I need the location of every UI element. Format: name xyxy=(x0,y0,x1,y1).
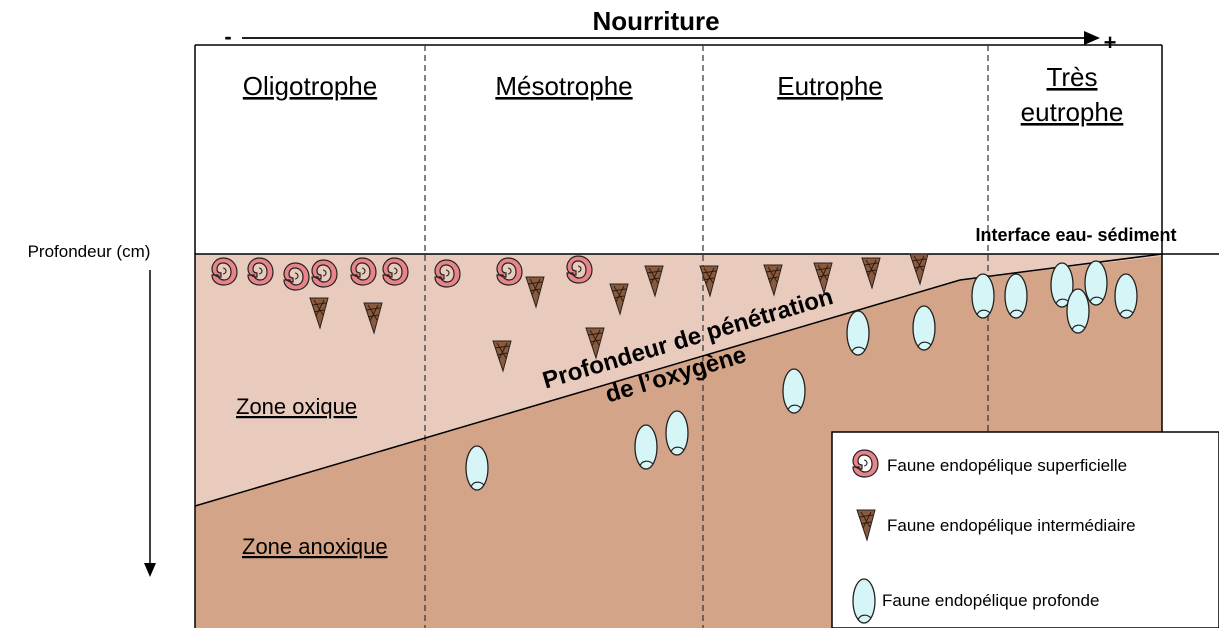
depth-label: Profondeur (cm) xyxy=(28,242,151,261)
plus-sign: + xyxy=(1104,30,1117,55)
legend-label-profonde: Faune endopélique profonde xyxy=(882,591,1099,610)
column-title-oligotrophe: Oligotrophe xyxy=(243,71,377,101)
column-title-tres-eutrophe-line1: Très xyxy=(1046,62,1097,92)
legend-label-superficielle: Faune endopélique superficielle xyxy=(887,456,1127,475)
oval-shell-icon xyxy=(1005,274,1027,318)
food-arrow-head xyxy=(1084,31,1100,45)
minus-sign: - xyxy=(224,24,231,49)
column-title-mesotrophe: Mésotrophe xyxy=(495,71,632,101)
anoxic-zone-label: Zone anoxique xyxy=(242,534,388,559)
depth-arrow-head xyxy=(144,563,156,577)
interface-label: Interface eau- sédiment xyxy=(975,225,1176,245)
legend: Faune endopélique superficielle Faune en… xyxy=(832,432,1219,628)
oval-shell-icon xyxy=(466,446,488,490)
column-title-eutrophe: Eutrophe xyxy=(777,71,883,101)
oval-shell-icon xyxy=(847,311,869,355)
oval-shell-icon xyxy=(783,369,805,413)
oxic-zone-label: Zone oxique xyxy=(236,394,357,419)
axis-title: Nourriture xyxy=(592,6,719,36)
legend-label-intermediaire: Faune endopélique intermédiaire xyxy=(887,516,1136,535)
oval-shell-icon xyxy=(1115,274,1137,318)
oval-shell-icon xyxy=(913,306,935,350)
oval-shell-icon xyxy=(635,425,657,469)
oval-shell-icon xyxy=(666,411,688,455)
column-title-tres-eutrophe-line2: eutrophe xyxy=(1021,97,1124,127)
oval-shell-icon xyxy=(853,579,875,623)
oval-shell-icon xyxy=(972,274,994,318)
oval-shell-icon xyxy=(1067,289,1089,333)
oval-shell-icon xyxy=(1085,261,1107,305)
